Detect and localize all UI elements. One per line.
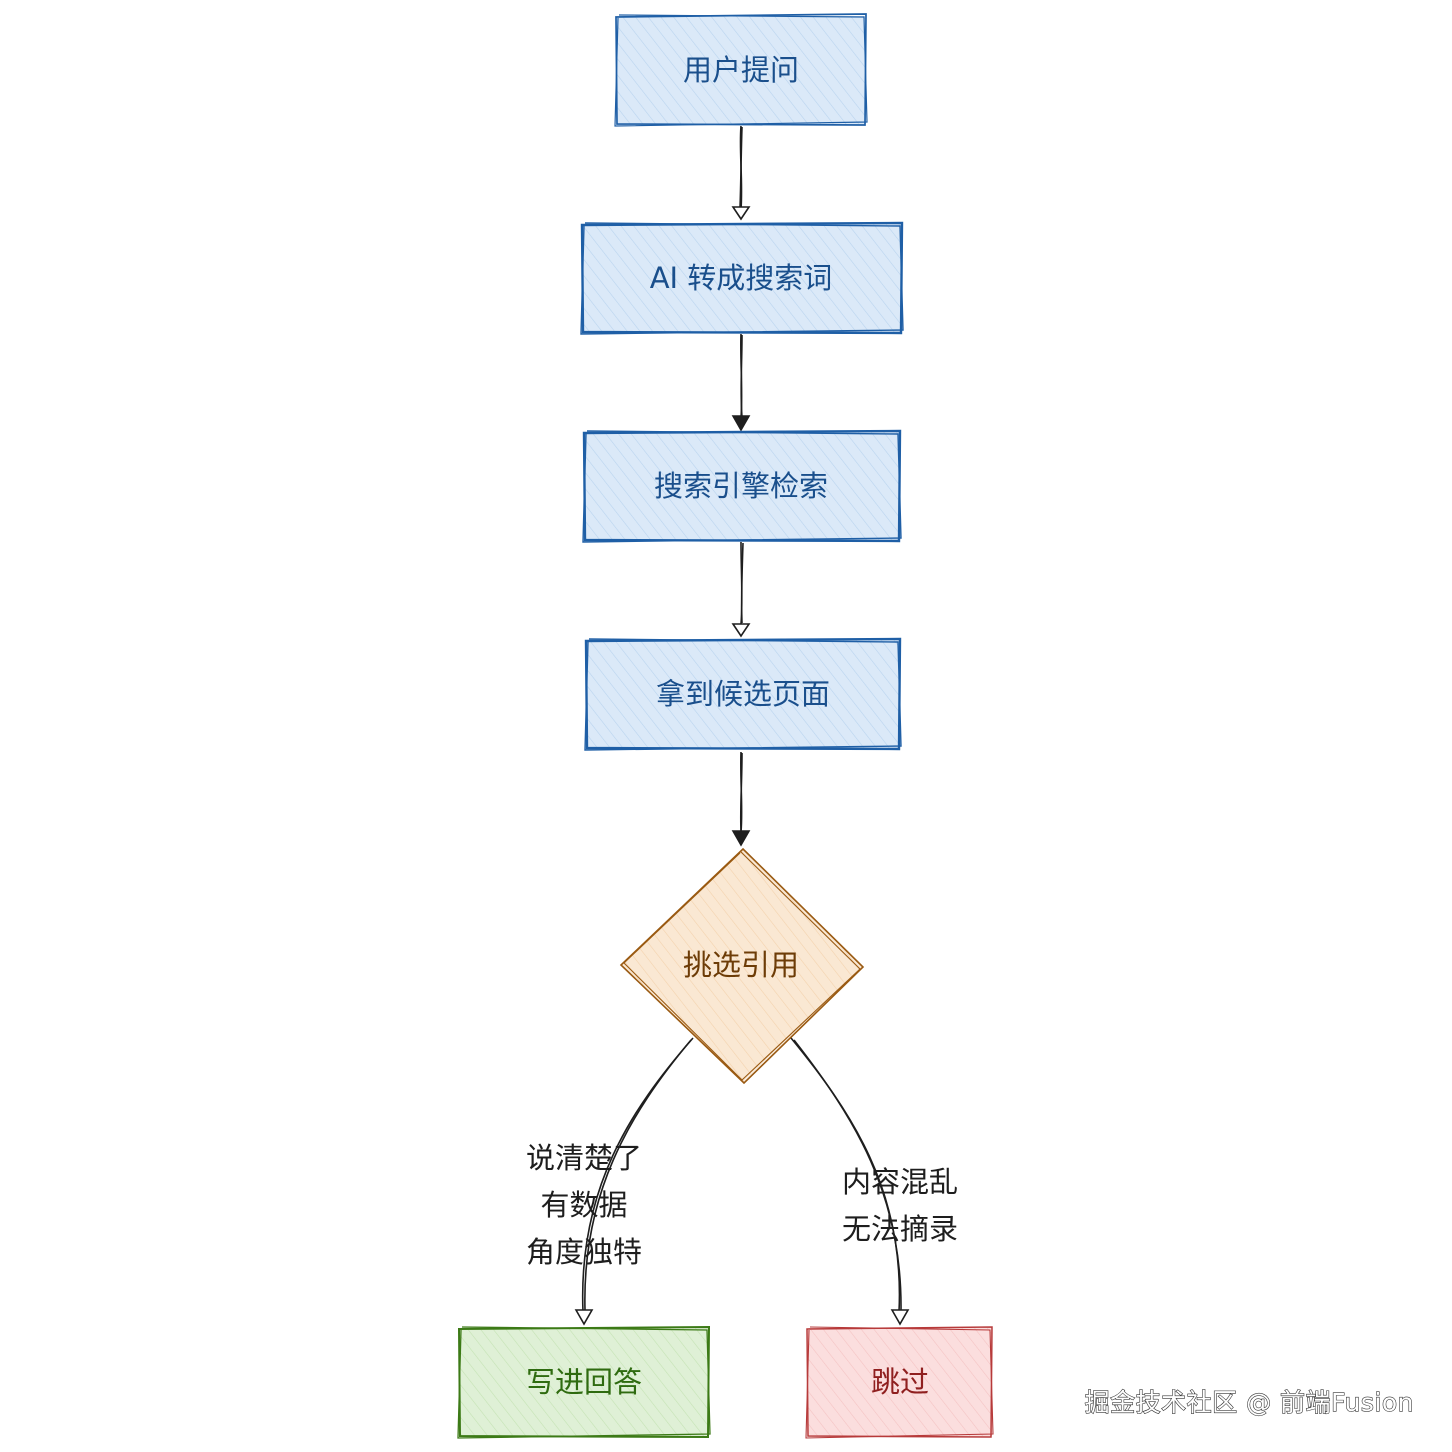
arrowhead-icon xyxy=(731,415,751,432)
arrowhead-icon xyxy=(731,830,751,847)
node-ai-keywords: AI 转成搜索词 xyxy=(580,221,904,335)
node-label: 拿到候选页面 xyxy=(656,677,830,711)
edge-select-to-answer xyxy=(574,1037,694,1326)
arrowhead-icon xyxy=(731,206,751,221)
node-label: 挑选引用 xyxy=(683,948,799,982)
edge-select-to-skip xyxy=(790,1037,910,1326)
edge-keywords-to-search xyxy=(731,333,751,432)
watermark: 掘金技术社区 @ 前端Fusion xyxy=(1085,1388,1414,1417)
node-label: 用户提问 xyxy=(683,53,799,87)
edge-label-to-skip: 内容混乱 无法摘录 xyxy=(842,1165,958,1246)
node-user-question: 用户提问 xyxy=(614,13,868,127)
edge-question-to-keywords xyxy=(731,125,751,221)
node-skip: 跳过 xyxy=(805,1326,994,1439)
edge-label-line: 内容混乱 xyxy=(842,1165,958,1199)
edge-search-to-candidates xyxy=(731,541,751,638)
edge-label-line: 角度独特 xyxy=(526,1235,642,1269)
node-label: 跳过 xyxy=(871,1365,929,1399)
edge-label-line: 无法摘录 xyxy=(842,1212,958,1246)
arrowhead-icon xyxy=(574,1309,594,1326)
node-search-engine: 搜索引擎检索 xyxy=(582,429,902,543)
node-label: 写进回答 xyxy=(526,1365,642,1399)
edge-label-line: 有数据 xyxy=(540,1188,627,1222)
node-select-citation: 挑选引用 xyxy=(619,847,865,1085)
node-label: 搜索引擎检索 xyxy=(654,469,828,503)
node-write-answer: 写进回答 xyxy=(457,1325,711,1439)
edge-candidates-to-select xyxy=(731,751,751,847)
edge-label-to-answer: 说清楚了 有数据 角度独特 xyxy=(526,1141,642,1269)
node-label: AI 转成搜索词 xyxy=(650,261,833,295)
arrowhead-icon xyxy=(890,1309,910,1326)
edge-label-line: 说清楚了 xyxy=(526,1141,642,1175)
arrowhead-icon xyxy=(731,623,751,638)
node-candidate-pages: 拿到候选页面 xyxy=(584,637,902,751)
